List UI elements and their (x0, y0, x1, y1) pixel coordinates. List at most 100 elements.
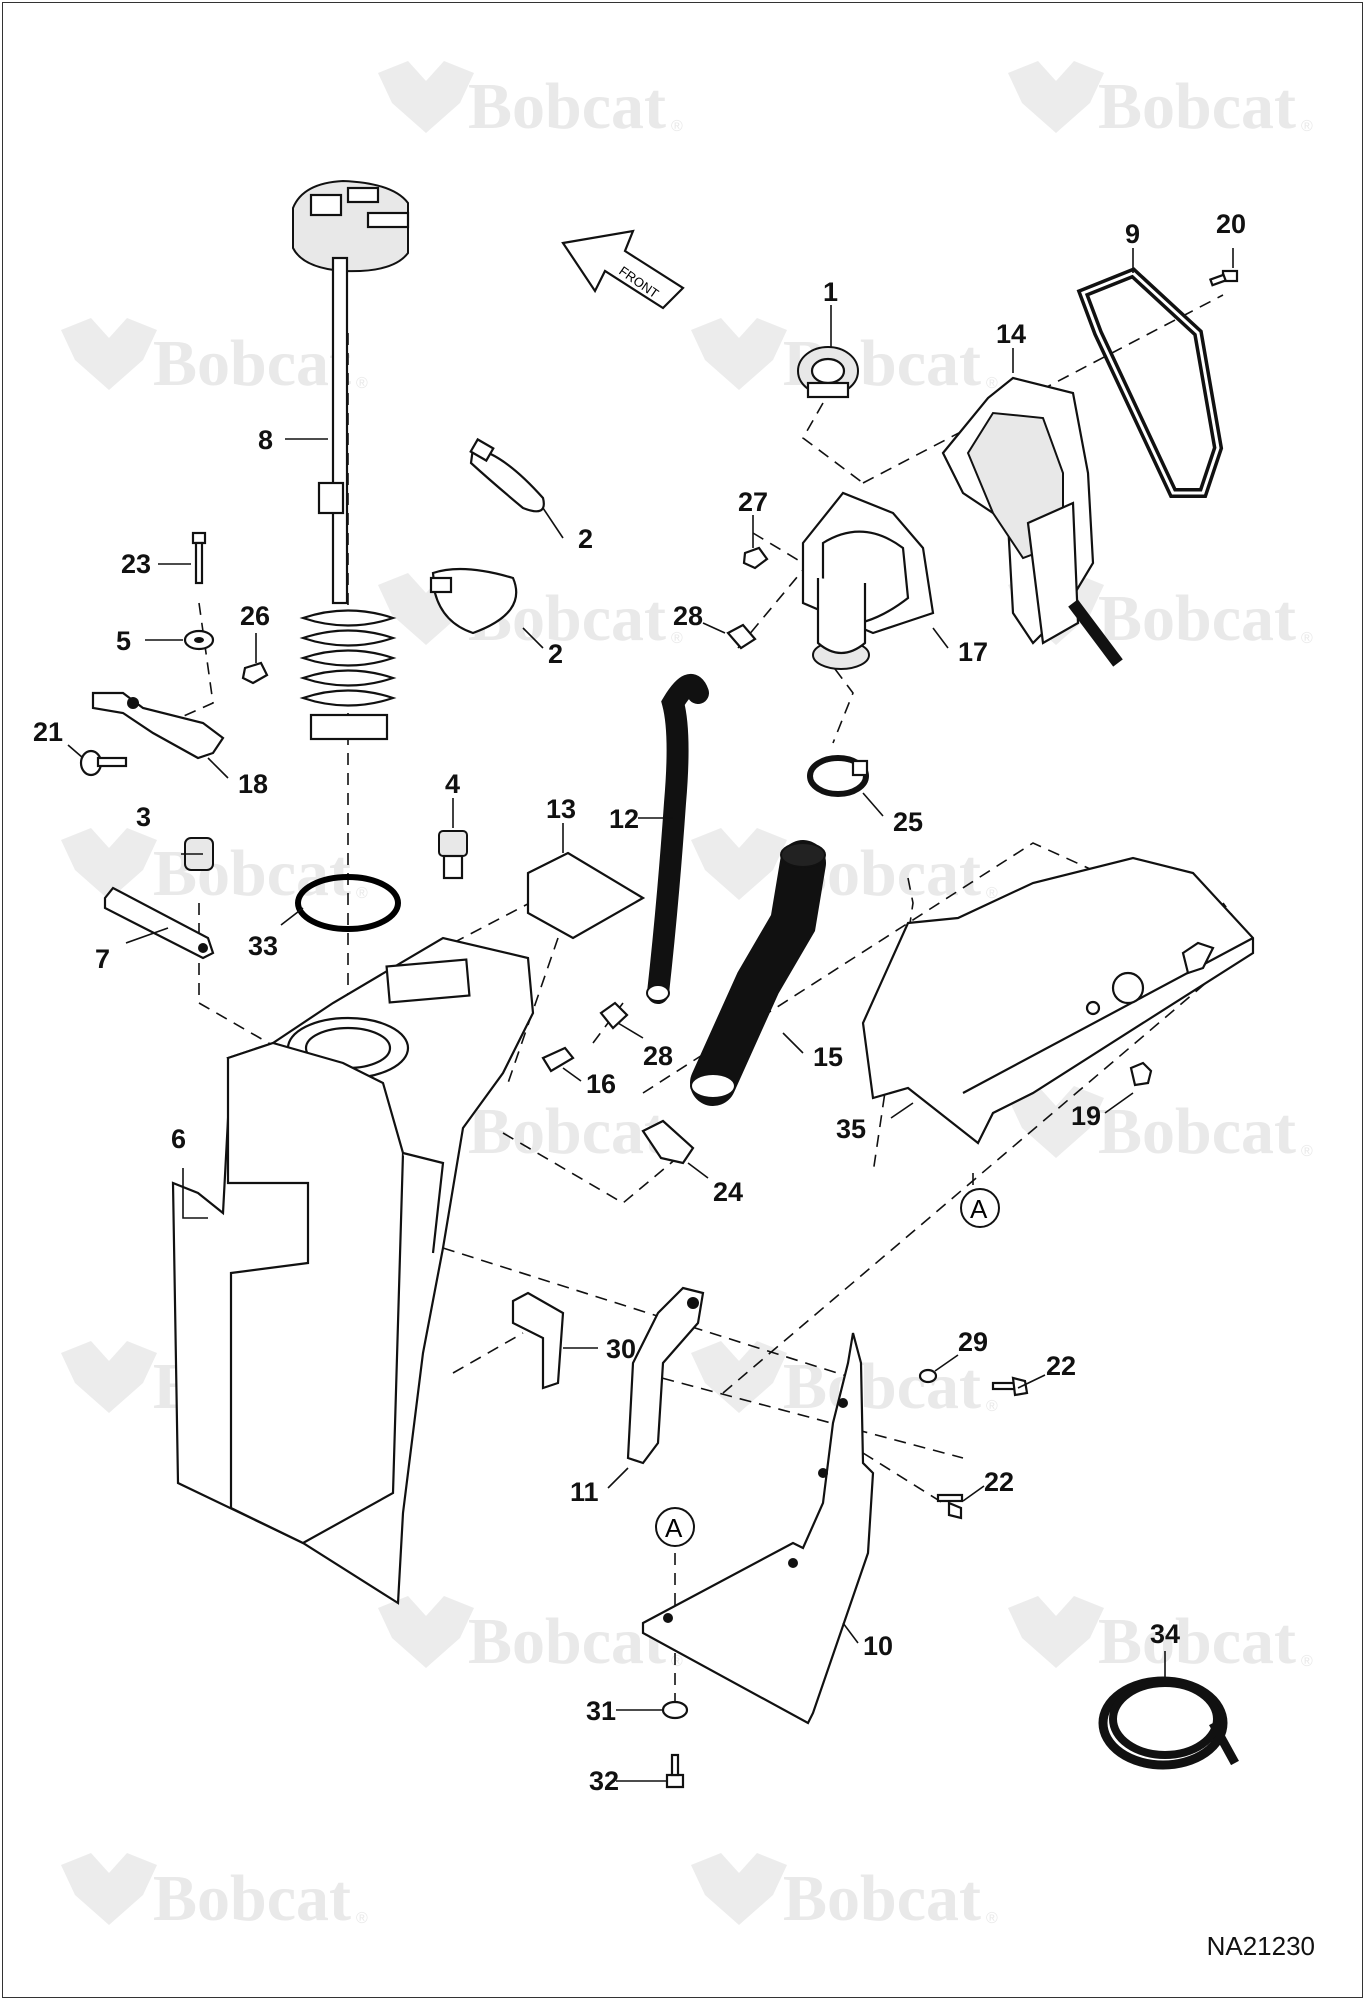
svg-text:Bobcat: Bobcat (153, 327, 351, 400)
watermark: Bobcat ® (61, 318, 368, 400)
watermark: Bobcat ® (378, 1596, 683, 1678)
callout-22: 22 (1046, 1351, 1076, 1381)
hose-coil (1098, 1676, 1239, 1770)
svg-text:Bobcat: Bobcat (1098, 582, 1296, 655)
fitting (541, 1046, 575, 1073)
watermark: Bobcat ® (1008, 61, 1313, 143)
svg-text:Bobcat: Bobcat (1098, 70, 1296, 143)
callout-22: 22 (984, 1467, 1014, 1497)
fuel-tank (171, 936, 535, 1605)
leader-lines (67, 248, 1234, 1782)
svg-text:Bobcat: Bobcat (468, 1095, 666, 1168)
svg-text:A: A (970, 1194, 988, 1224)
callout-11: 11 (570, 1477, 599, 1507)
mounting-bracket (91, 691, 225, 760)
svg-text:®: ® (1301, 1653, 1313, 1670)
callout-labels: 1 2 2 3 4 5 6 7 8 9 10 11 12 13 14 15 16… (33, 209, 1246, 1796)
callout-29: 29 (958, 1327, 988, 1357)
svg-text:®: ® (986, 885, 998, 902)
bolt (1208, 269, 1239, 287)
tank-bracket (641, 1332, 875, 1725)
callout-20: 20 (1216, 209, 1246, 239)
washer (661, 1700, 689, 1720)
callout-32: 32 (589, 1766, 619, 1796)
watermark: Bobcat ® (1008, 1596, 1313, 1678)
watermark: Bobcat ® (1008, 1086, 1313, 1168)
svg-text:®: ® (671, 1653, 683, 1670)
svg-text:®: ® (1301, 630, 1313, 647)
svg-text:Bobcat: Bobcat (1098, 1095, 1296, 1168)
callout-23: 23 (121, 549, 151, 579)
bolt (991, 1376, 1029, 1397)
callout-4: 4 (445, 769, 460, 799)
callout-14: 14 (996, 319, 1026, 349)
callout-21: 21 (33, 717, 63, 747)
callout-27: 27 (738, 487, 768, 517)
callout-15: 15 (813, 1042, 843, 1072)
vent-hose (646, 674, 709, 1004)
callout-5: 5 (116, 626, 131, 656)
svg-text:Bobcat: Bobcat (153, 1862, 351, 1935)
callout-28: 28 (673, 601, 703, 631)
o-ring (295, 874, 401, 932)
callout-10: 10 (863, 1631, 893, 1661)
svg-text:Bobcat: Bobcat (468, 70, 666, 143)
svg-text:®: ® (356, 375, 368, 392)
callout-34: 34 (1150, 1619, 1180, 1649)
callout-16: 16 (586, 1069, 616, 1099)
watermark: Bobcat ® (61, 1853, 368, 1935)
callout-28: 28 (643, 1041, 673, 1071)
callout-19: 19 (1071, 1101, 1101, 1131)
filler-neck (801, 491, 935, 670)
svg-text:®: ® (1301, 1143, 1313, 1160)
svg-text:®: ® (986, 1398, 998, 1415)
filler-hose (690, 840, 826, 1106)
svg-text:®: ® (356, 885, 368, 902)
callout-3: 3 (136, 802, 151, 832)
heat-shield (526, 851, 646, 940)
hose-clamp (469, 437, 545, 513)
callout-33: 33 (248, 931, 278, 961)
washer (918, 1368, 938, 1384)
fuel-cap (797, 346, 859, 399)
watermark: Bobcat® (378, 573, 683, 655)
drawing-number: NA21230 (1206, 1931, 1315, 1961)
watermark: Bobcat® (691, 828, 998, 910)
fuel-sender-assembly (292, 179, 410, 741)
callout-12: 12 (609, 804, 639, 834)
callout-7: 7 (95, 944, 110, 974)
watermark: Bobcat® (691, 1853, 998, 1935)
vent-valve (438, 830, 468, 880)
reference-marker: A (960, 1188, 1000, 1228)
small-clamp (726, 623, 757, 650)
callout-13: 13 (546, 794, 576, 824)
svg-text:®: ® (986, 1910, 998, 1927)
mounting-clip (511, 1291, 565, 1390)
screw (79, 749, 128, 777)
callout-2: 2 (578, 524, 593, 554)
front-arrow: FRONT (561, 229, 685, 310)
callout-26: 26 (240, 601, 270, 631)
hose-clamp (807, 755, 869, 797)
svg-text:A: A (665, 1513, 683, 1543)
hose-clamp (429, 567, 518, 635)
bolt (936, 1493, 964, 1520)
small-clamp (599, 1001, 629, 1030)
svg-text:Bobcat: Bobcat (153, 837, 351, 910)
svg-text:Bobcat: Bobcat (1098, 1605, 1296, 1678)
cover-panel (861, 856, 1255, 1145)
callout-2: 2 (548, 639, 563, 669)
callout-6: 6 (171, 1124, 186, 1154)
retaining-strap (103, 886, 215, 960)
svg-text:®: ® (356, 1910, 368, 1927)
bolt (191, 531, 207, 585)
svg-text:Bobcat: Bobcat (468, 1605, 666, 1678)
watermark: Bobcat ® (61, 828, 368, 910)
support-bracket (626, 1286, 705, 1465)
svg-text:®: ® (1301, 118, 1313, 135)
callout-31: 31 (586, 1696, 616, 1726)
callout-30: 30 (606, 1334, 636, 1364)
watermark: Bobcat® (378, 61, 683, 143)
svg-text:®: ® (671, 630, 683, 647)
